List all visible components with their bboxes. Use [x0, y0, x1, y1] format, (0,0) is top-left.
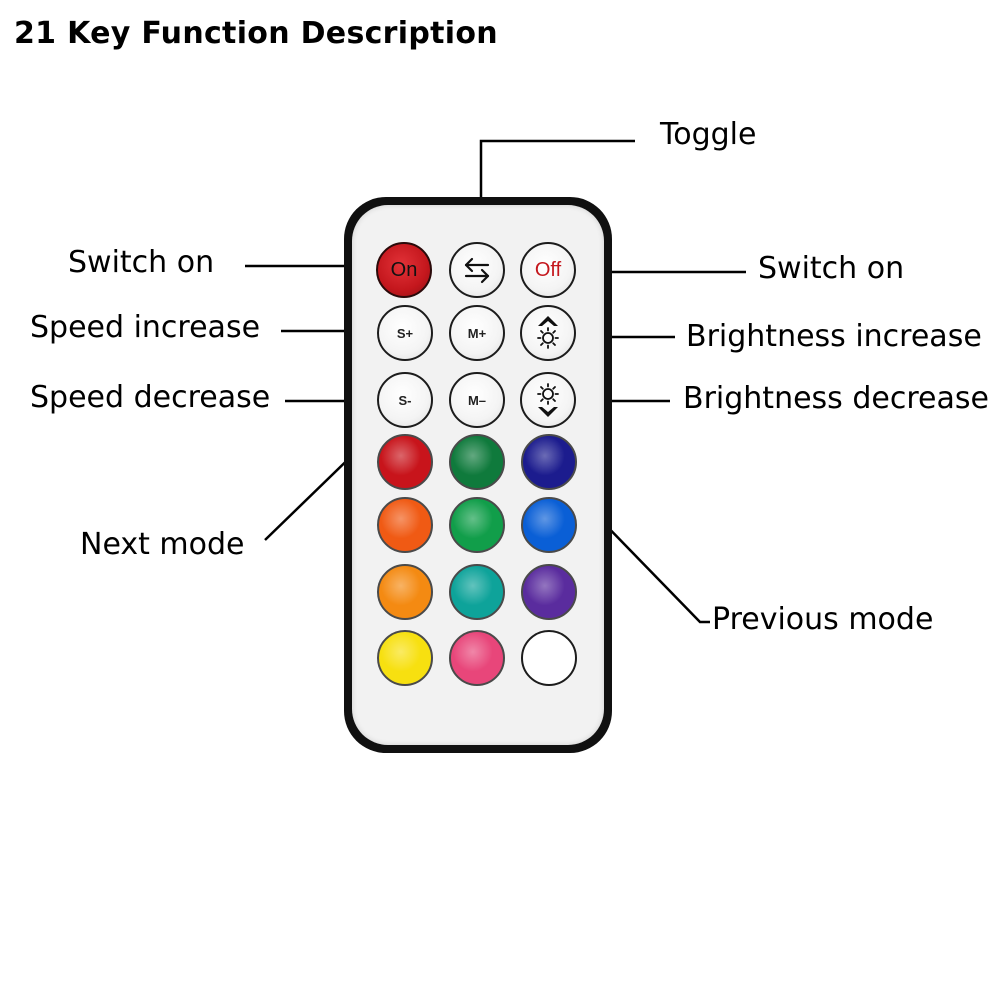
color-button-teal[interactable]	[449, 564, 505, 620]
color-button-purple[interactable]	[521, 564, 577, 620]
speed-decrease-key-label: S-	[398, 392, 412, 408]
speed-decrease-button[interactable]: S-	[377, 372, 433, 428]
previous-mode-button[interactable]: M–	[449, 372, 505, 428]
on-button[interactable]: On	[376, 242, 432, 298]
previous-mode-key-label: M–	[467, 392, 487, 408]
label-switch-on-left: Switch on	[68, 245, 215, 280]
label-switch-on-right: Switch on	[758, 251, 905, 286]
label-brightness-increase: Brightness increase	[686, 319, 982, 354]
color-button-blue[interactable]	[521, 497, 577, 553]
label-speed-decrease: Speed decrease	[30, 380, 271, 415]
brightness-decrease-button[interactable]	[520, 372, 576, 428]
sun-up-icon	[537, 316, 559, 349]
sun-down-icon	[537, 383, 559, 417]
label-brightness-decrease: Brightness decrease	[683, 381, 989, 416]
speed-increase-key-label: S+	[396, 325, 414, 341]
color-button-pink[interactable]	[449, 630, 505, 686]
off-button-label: Off	[534, 258, 562, 281]
color-button-orange-red[interactable]	[377, 497, 433, 553]
page-title: 21 Key Function Description	[14, 16, 498, 51]
toggle-button[interactable]	[449, 242, 505, 298]
color-button-light-green[interactable]	[449, 497, 505, 553]
color-button-orange[interactable]	[377, 564, 433, 620]
swap-arrows-icon	[464, 257, 490, 284]
label-previous-mode: Previous mode	[712, 602, 934, 637]
next-mode-key-label: M+	[467, 325, 487, 341]
off-button[interactable]: Off	[520, 242, 576, 298]
brightness-increase-button[interactable]	[520, 305, 576, 361]
label-speed-increase: Speed increase	[30, 310, 261, 345]
label-next-mode: Next mode	[80, 527, 245, 562]
color-button-green[interactable]	[449, 434, 505, 490]
color-button-yellow[interactable]	[377, 630, 433, 686]
label-toggle: Toggle	[660, 117, 757, 152]
color-button-red[interactable]	[377, 434, 433, 490]
color-button-dark-blue[interactable]	[521, 434, 577, 490]
next-mode-button[interactable]: M+	[449, 305, 505, 361]
color-button-white[interactable]	[521, 630, 577, 686]
on-button-label: On	[390, 258, 418, 281]
speed-increase-button[interactable]: S+	[377, 305, 433, 361]
